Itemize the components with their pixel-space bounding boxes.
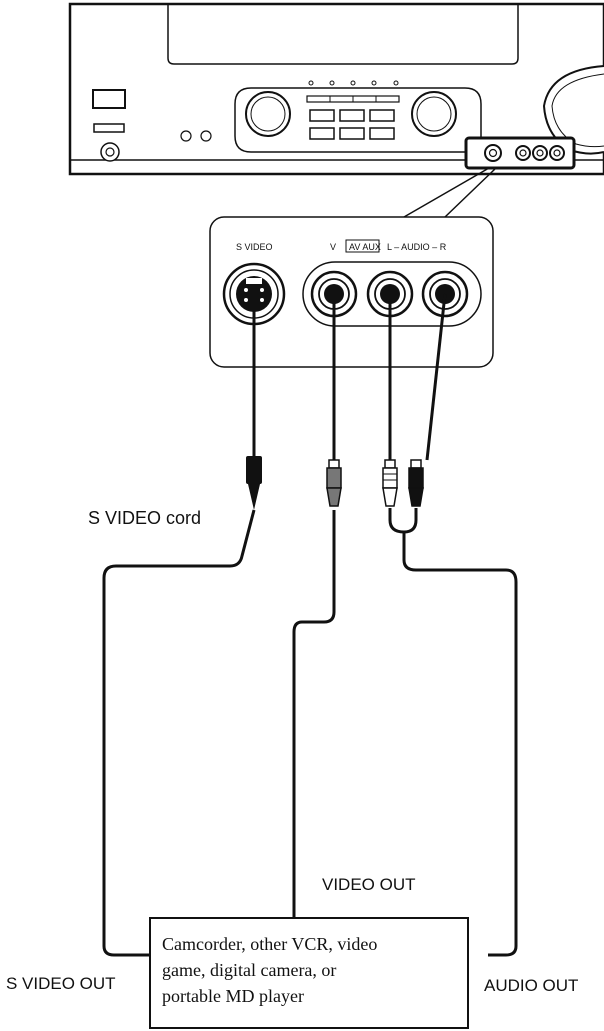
- jog-knob-left: [245, 91, 291, 137]
- av-aux-label: AV AUX: [349, 242, 381, 252]
- audio-cable: [388, 508, 418, 534]
- device-text-line-3: portable MD player: [162, 986, 304, 1006]
- s-video-out-label: S VIDEO OUT: [6, 974, 116, 993]
- large-dial: [542, 65, 604, 155]
- indicator-light: [200, 130, 212, 142]
- power-button: [92, 89, 126, 109]
- s-video-cable: [102, 509, 256, 957]
- device-text-line-2: game, digital camera, or: [162, 960, 336, 980]
- video-plug: [326, 459, 342, 507]
- vcr-front-panel: [68, 2, 604, 176]
- v-jack-label: V: [330, 242, 336, 252]
- transport-buttons: [309, 109, 395, 140]
- indicator-light: [180, 130, 192, 142]
- cables: [102, 293, 518, 957]
- video-cable: [292, 510, 336, 918]
- audio-out-label: AUDIO OUT: [484, 976, 578, 995]
- av-aux-badge: [345, 239, 380, 253]
- av-aux-jack-panel: S VIDEO V AV AUX L – AUDIO – R: [209, 216, 494, 368]
- audio-jack-label: L – AUDIO – R: [387, 242, 447, 252]
- s-video-cord-label: S VIDEO cord: [88, 508, 201, 528]
- device-text-line-1: Camcorder, other VCR, video: [162, 934, 377, 954]
- video-out-label: VIDEO OUT: [322, 875, 416, 894]
- jog-knob-right: [411, 91, 457, 137]
- s-video-plug: [246, 456, 262, 510]
- audio-left-plug: [382, 459, 398, 507]
- s-video-jack-label: S VIDEO: [236, 242, 273, 252]
- audio-right-plug: [408, 459, 424, 507]
- source-device-box: Camcorder, other VCR, video game, digita…: [149, 917, 469, 1029]
- eject-button: [93, 123, 125, 133]
